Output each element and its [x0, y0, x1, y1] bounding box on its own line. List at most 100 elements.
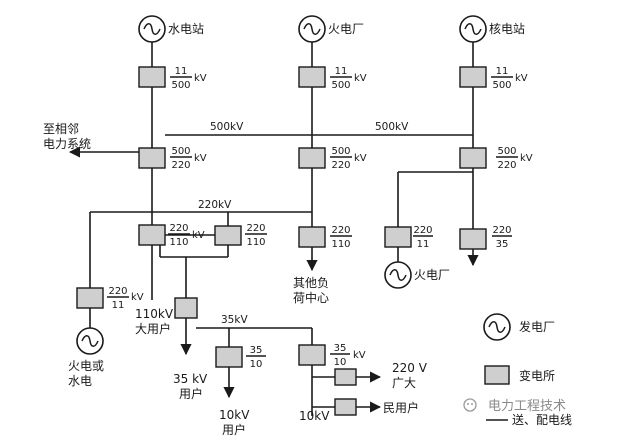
svg-text:220: 220 — [331, 225, 350, 236]
svg-text:220: 220 — [246, 223, 265, 234]
label-nuclear-station: 核电站 — [489, 22, 525, 36]
label-35kv-user-1: 35 kV — [173, 372, 208, 386]
ratio-label-220-35: 220 35 — [492, 225, 512, 250]
generator-thermal-icon — [298, 15, 326, 43]
svg-text:35: 35 — [496, 239, 509, 250]
ratio-label-thermal-step-up: 11 500 kV — [330, 66, 367, 91]
svg-text:500: 500 — [497, 146, 516, 157]
svg-text:10: 10 — [250, 359, 263, 370]
svg-text:kV: kV — [192, 230, 205, 241]
substation-10-220v — [334, 368, 357, 386]
svg-text:kV: kV — [194, 153, 207, 164]
substation-35-10-left — [215, 346, 243, 368]
svg-text:11: 11 — [496, 66, 509, 77]
watermark-text: 电力工程技术 — [488, 399, 566, 414]
legend-substation-label: 变电所 — [519, 368, 555, 383]
svg-text:kV: kV — [354, 153, 367, 164]
ratio-label-hydro-500-220: 500 220 kV — [170, 146, 207, 171]
ratio-label-220-110-middle: 220 110 — [245, 223, 267, 248]
ratio-label-nuclear-step-up: 11 500 kV — [491, 66, 528, 91]
label-thermal-or-hydro-1: 火电或 — [68, 359, 104, 373]
label-other-load-2: 荷中心 — [293, 290, 329, 305]
label-10kv-user-1: 10kV — [219, 408, 250, 422]
label-110kv-user-1: 110kV — [135, 307, 174, 321]
svg-text:110: 110 — [246, 237, 265, 248]
ratio-label-220-110-right: 220 110 — [330, 225, 352, 250]
svg-text:500: 500 — [171, 80, 190, 91]
substation-220-35 — [459, 228, 487, 250]
watermark-logo-icon — [463, 398, 477, 412]
label-35kv-user-2: 用户 — [179, 386, 203, 401]
svg-text:kV: kV — [194, 73, 207, 84]
label-civil-user-2: 广大 — [392, 376, 416, 390]
ratio-label-35-10-right: 35 10 kV — [330, 343, 366, 368]
svg-text:11: 11 — [335, 66, 348, 77]
legend-generator-label: 发电厂 — [519, 319, 555, 334]
bus-35kv-label: 35kV — [221, 314, 248, 326]
watermark: 电力工程技术 — [463, 398, 566, 414]
generator-hydro-icon — [138, 15, 166, 43]
substation-hydro-500-220 — [138, 147, 166, 169]
label-thermal-plant-2: 火电厂 — [414, 268, 450, 282]
connection-lines — [68, 42, 479, 416]
label-civil-user-3: 民用户 — [383, 400, 419, 415]
svg-text:11: 11 — [175, 66, 188, 77]
label-thermal-or-hydro-2: 水电 — [68, 374, 92, 388]
ratio-label-220-110-left: 220 110 kV — [168, 223, 205, 248]
legend-substation-icon — [484, 365, 510, 385]
bus-500kv-label-left: 500kV — [210, 121, 244, 133]
label-hydro-station: 水电站 — [168, 22, 204, 36]
label-neighbor-system-2: 电力系统 — [43, 137, 91, 151]
svg-text:110: 110 — [331, 239, 350, 250]
svg-text:35: 35 — [250, 345, 263, 356]
svg-text:220: 220 — [413, 225, 432, 236]
svg-text:35: 35 — [334, 343, 347, 354]
label-thermal-plant: 火电厂 — [328, 22, 364, 36]
ratio-label-220-11-right: 220 11 — [413, 225, 433, 250]
substation-hydro-step-up — [138, 66, 166, 88]
generator-thermal-2-icon — [384, 261, 412, 289]
label-10kv-user-2: 用户 — [222, 422, 246, 437]
substation-220-110-left — [138, 224, 166, 246]
label-civil-user-1: 220 V — [392, 361, 428, 375]
svg-text:10: 10 — [334, 357, 347, 368]
svg-text:220: 220 — [492, 225, 511, 236]
svg-text:11: 11 — [417, 239, 430, 250]
svg-text:220: 220 — [171, 160, 190, 171]
svg-text:11: 11 — [112, 300, 125, 311]
svg-text:kV: kV — [354, 73, 367, 84]
svg-text:220: 220 — [331, 160, 350, 171]
substation-220-11-right — [384, 226, 412, 248]
substation-nuclear-step-up — [459, 66, 487, 88]
substation-thermal-step-up — [298, 66, 326, 88]
ratio-label-220-11-left: 220 11 kV — [107, 286, 144, 311]
ratio-label-nuclear-500-220: 500 220 kV — [496, 146, 533, 171]
label-neighbor-system-1: 至相邻 — [43, 122, 79, 136]
legend-line-label: 送、配电线 — [512, 412, 572, 427]
svg-text:110: 110 — [169, 237, 188, 248]
label-110kv-user-2: 大用户 — [135, 321, 171, 336]
substation-35-10-right — [298, 344, 326, 366]
bus-500kv-label-right: 500kV — [375, 121, 409, 133]
substation-220-110-middle — [214, 225, 242, 246]
svg-text:500: 500 — [331, 146, 350, 157]
svg-text:500: 500 — [492, 80, 511, 91]
ratio-label-35-10-left: 35 10 — [246, 345, 266, 370]
ratio-label-thermal-500-220: 500 220 kV — [330, 146, 367, 171]
svg-text:kV: kV — [131, 292, 144, 303]
substation-nuclear-500-220 — [459, 147, 487, 169]
svg-text:500: 500 — [331, 80, 350, 91]
label-10kv-feeder: 10kV — [299, 409, 330, 423]
svg-text:220: 220 — [169, 223, 188, 234]
substation-thermal-500-220 — [298, 147, 326, 169]
svg-text:kV: kV — [353, 350, 366, 361]
svg-text:220: 220 — [108, 286, 127, 297]
generator-nuclear-icon — [459, 15, 487, 43]
svg-text:220: 220 — [497, 160, 516, 171]
substation-220-11-left — [76, 287, 104, 309]
ratio-label-hydro-step-up: 11 500 kV — [170, 66, 207, 91]
svg-text:500: 500 — [171, 146, 190, 157]
bus-220kv-label: 220kV — [198, 199, 232, 211]
substation-220-110-right — [298, 226, 326, 248]
